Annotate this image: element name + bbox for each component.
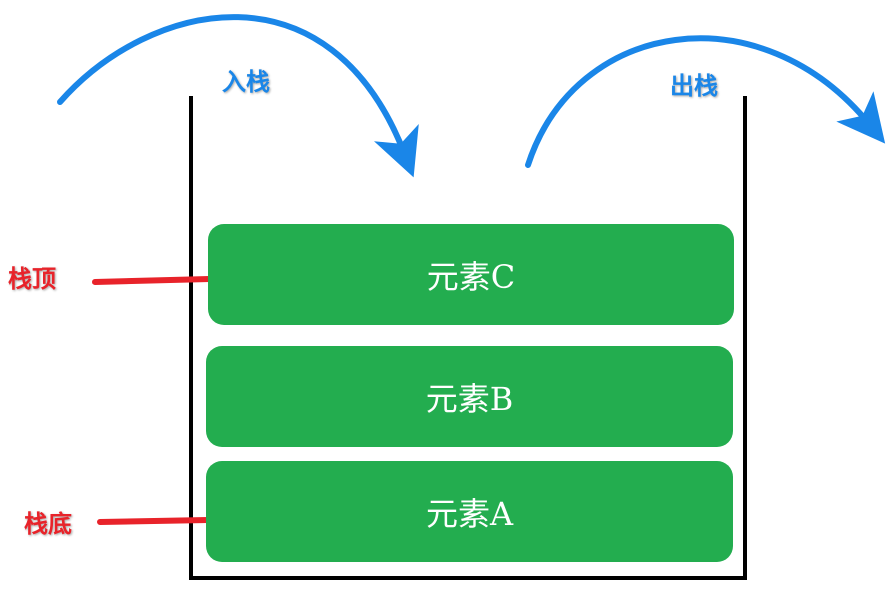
push-arrow	[57, 14, 419, 178]
stack-element-a-label: 元素A	[425, 494, 514, 533]
stack-element-c: 元素C	[208, 224, 734, 325]
stack-bottom-label: 栈底	[24, 510, 72, 538]
stack-element-b: 元素B	[206, 346, 733, 447]
stack-element-a: 元素A	[206, 461, 733, 562]
stack-element-c-label: 元素C	[426, 257, 516, 296]
pop-arrow	[525, 35, 886, 168]
stack-container	[189, 96, 747, 580]
pop-label: 出栈	[670, 72, 718, 100]
push-label: 入栈	[222, 68, 270, 96]
stack-top-label: 栈顶	[8, 265, 56, 293]
stack-element-b-label: 元素B	[425, 379, 514, 418]
